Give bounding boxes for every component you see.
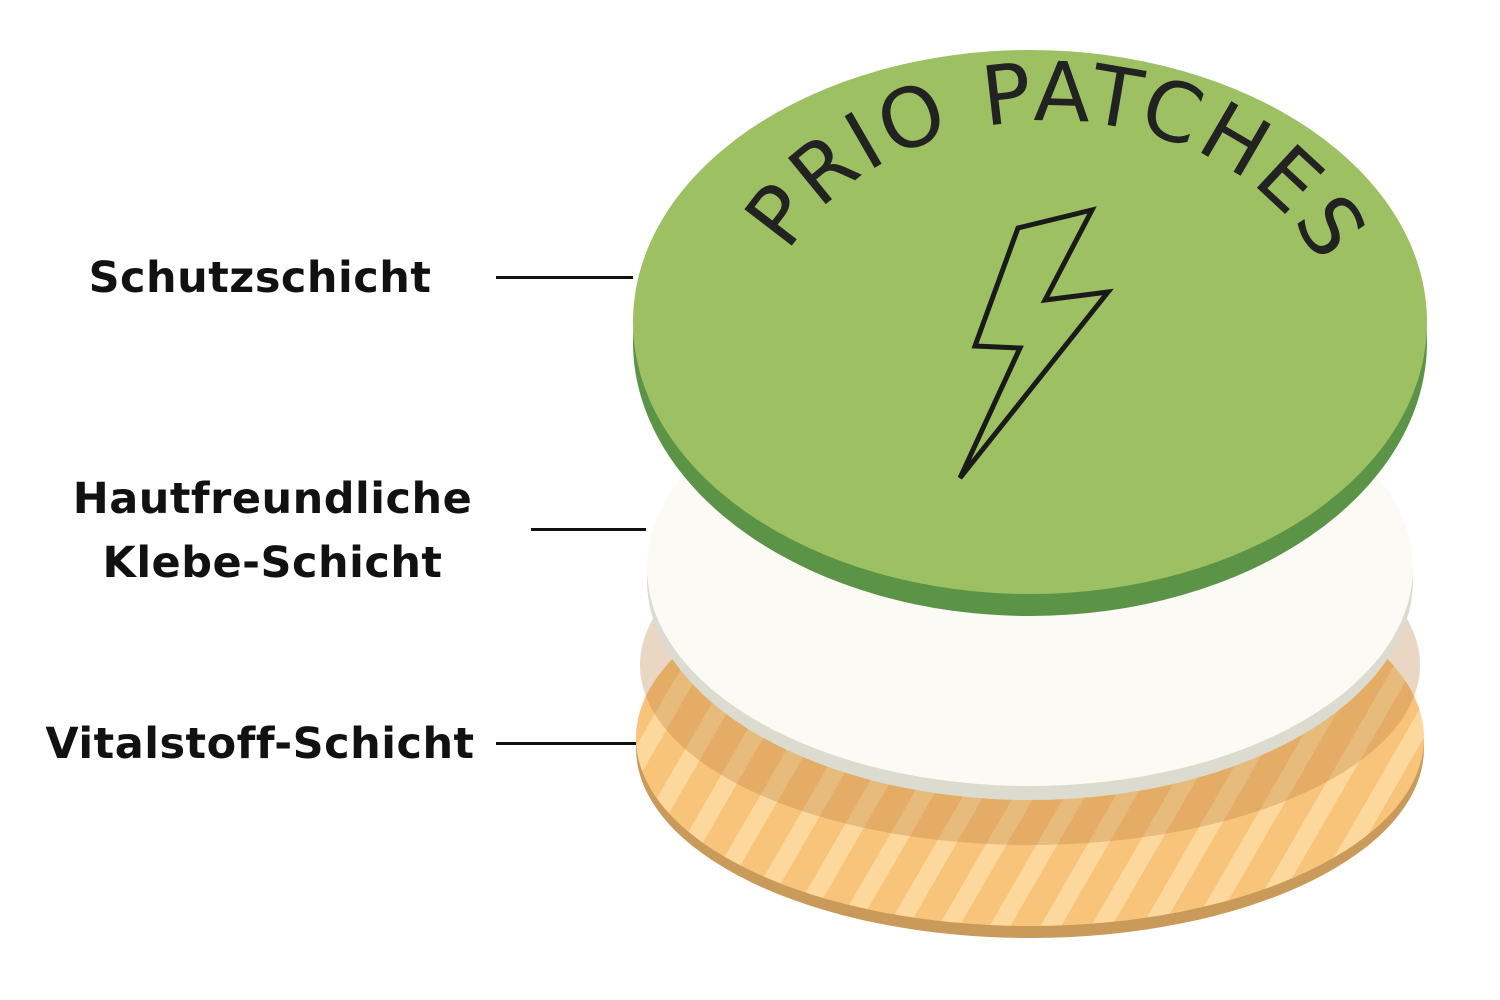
leader-line-klebe-schicht [531,528,646,531]
label-klebe-schicht-line2: Klebe-Schicht [102,538,443,588]
lightning-bolt-icon [957,206,1114,480]
leader-line-vitalstoff-schicht [496,742,636,745]
label-vitalstoff-schicht: Vitalstoff-Schicht [45,719,475,769]
leader-line-schutzschicht [496,276,633,279]
schutz-layer: PRIO PATCHES [633,45,1427,616]
label-klebe-schicht-line1: Hautfreundliche [72,474,473,524]
label-schutzschicht: Schutzschicht [88,253,432,303]
